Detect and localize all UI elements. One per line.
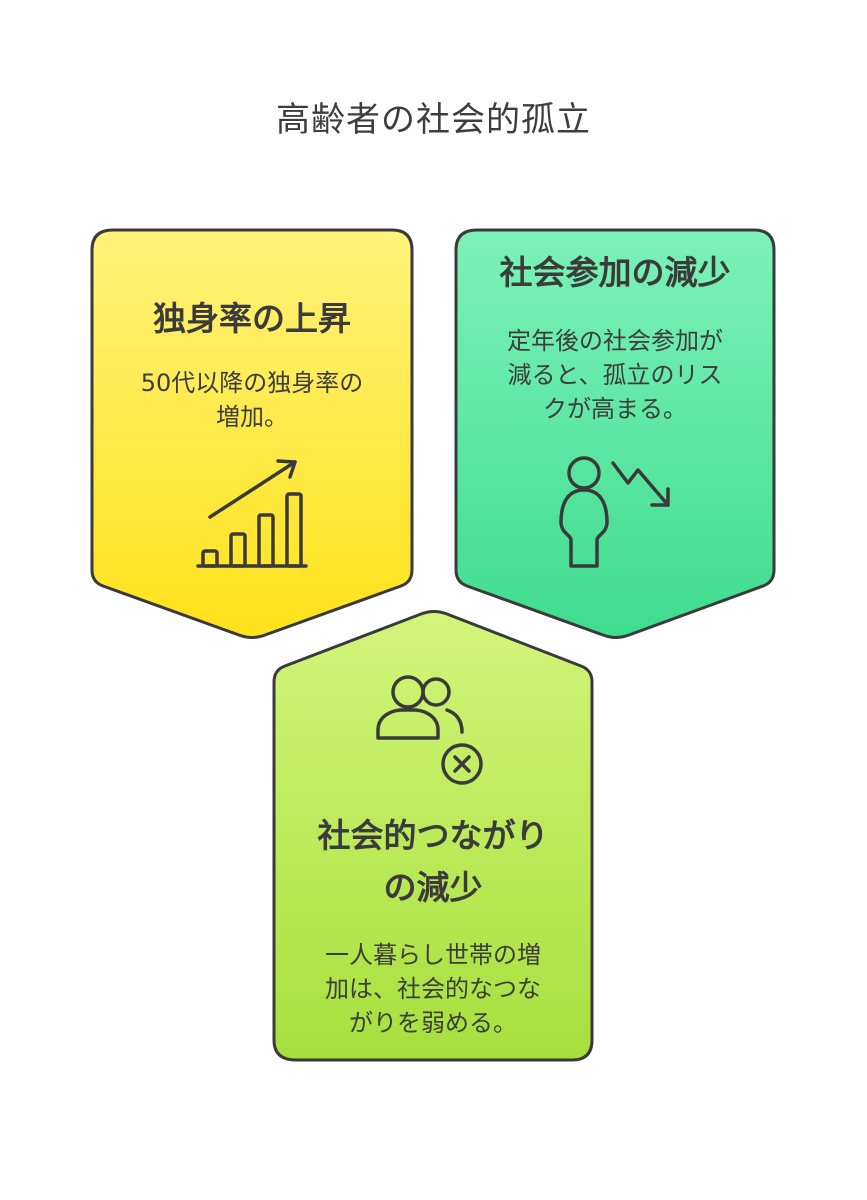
card-single-rate-shape [90,228,414,639]
desc-line: がりを弱める。 [349,1009,517,1037]
card-heading: 独身率の上昇 [153,299,351,338]
desc-line: 増加。 [216,403,288,431]
card-social-connections-shape [272,610,594,1062]
card-description: 50代以降の独身率の 増加。 [92,366,412,434]
desc-line: 加は、社会的なつな [325,975,541,1003]
card-social-connections: 社会的つながり の減少 一人暮らし世帯の増 加は、社会的なつな がりを弱める。 [274,810,592,1040]
card-description: 一人暮らし世帯の増 加は、社会的なつな がりを弱める。 [274,938,592,1040]
desc-line: クが高まる。 [543,395,687,423]
desc-line: 定年後の社会参加が [507,327,723,355]
card-heading: 社会的つながり の減少 [274,810,592,914]
card-description: 定年後の社会参加が 減ると、孤立のリス クが高まる。 [456,324,774,426]
card-heading: 社会参加の減少 [499,253,731,292]
desc-line: 一人暮らし世帯の増 [325,941,541,969]
card-social-participation-shape [454,228,776,639]
users-removed-icon [376,675,483,785]
card-single-rate: 独身率の上昇 50代以降の独身率の 増加。 [92,296,412,434]
desc-line: 50代以降の独身率の [140,369,364,397]
card-social-participation: 社会参加の減少 定年後の社会参加が 減ると、孤立のリス クが高まる。 [456,250,774,426]
rising-bar-chart-icon [196,459,308,568]
heading-line: 社会的つながり [317,816,549,855]
heading-line: の減少 [383,868,483,907]
page-title: 高齢者の社会的孤立 [276,100,591,140]
person-declining-arrow-icon [559,456,670,568]
desc-line: 減ると、孤立のリス [507,361,723,389]
